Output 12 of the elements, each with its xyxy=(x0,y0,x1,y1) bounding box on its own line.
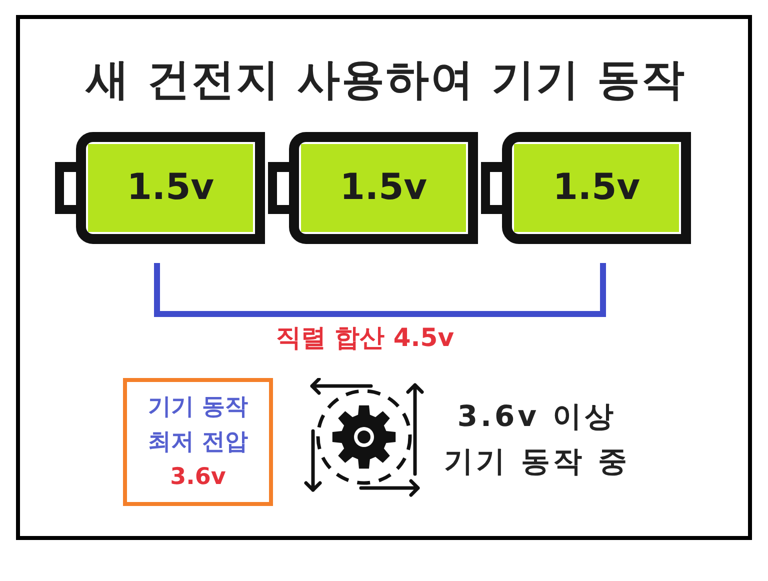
description-text: 기기 동작 최저 전압 xyxy=(146,392,249,456)
info-box xyxy=(123,378,273,506)
voltage-label: 1.5v xyxy=(340,166,428,210)
voltage-value: 3.6v xyxy=(170,462,226,492)
battery xyxy=(55,132,265,244)
sum-label: 직렬 합산 4.5v xyxy=(276,322,454,354)
battery xyxy=(268,132,478,244)
battery xyxy=(481,132,691,244)
voltage-label: 1.5v xyxy=(126,166,214,210)
status-text: 3.6v 이상 기기 동작 중 xyxy=(442,398,632,480)
title: 새 건전지 사용하여 기기 동작 xyxy=(86,54,686,107)
voltage-label: 1.5v xyxy=(552,166,640,210)
